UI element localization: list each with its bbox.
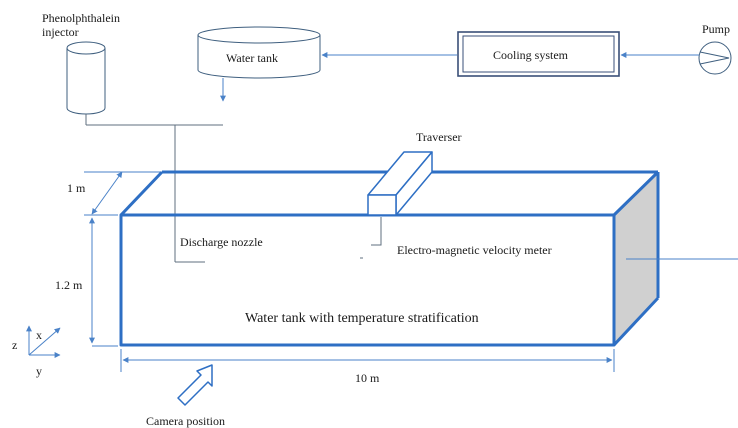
axis-x-label: x	[36, 328, 42, 342]
cooling-system-box	[457, 31, 620, 77]
dimension-lines	[84, 171, 615, 372]
traverser	[367, 151, 433, 216]
axis-z-label: z	[12, 338, 17, 352]
dim-width-arrow	[91, 171, 123, 215]
dim-length-label: 10 m	[355, 371, 380, 385]
axis-y-label: y	[36, 364, 42, 378]
water-tank-cylinder	[197, 26, 321, 79]
coordinate-axes	[26, 325, 61, 358]
velocity-meter-label: Electro-magnetic velocity meter	[397, 243, 552, 257]
main-tank-label: Water tank with temperature stratificati…	[245, 311, 479, 326]
camera-arrow-icon	[177, 364, 213, 406]
injector-label-line2: injector	[42, 25, 79, 39]
pump-icon	[698, 41, 732, 75]
injector-label-line1: Phenolphthalein	[42, 11, 120, 25]
water-tank-label: Water tank	[226, 51, 278, 65]
cooling-system-label: Cooling system	[493, 48, 569, 62]
dim-width-label: 1 m	[67, 181, 86, 195]
dim-height-label: 1.2 m	[55, 278, 83, 292]
discharge-nozzle-label: Discharge nozzle	[180, 235, 263, 249]
supply-piping	[85, 114, 223, 263]
pump-label: Pump	[702, 22, 730, 36]
camera-position-label: Camera position	[146, 414, 225, 428]
velocity-meter-probe	[371, 217, 382, 246]
traverser-label: Traverser	[416, 130, 462, 144]
injector-cylinder	[66, 41, 106, 115]
